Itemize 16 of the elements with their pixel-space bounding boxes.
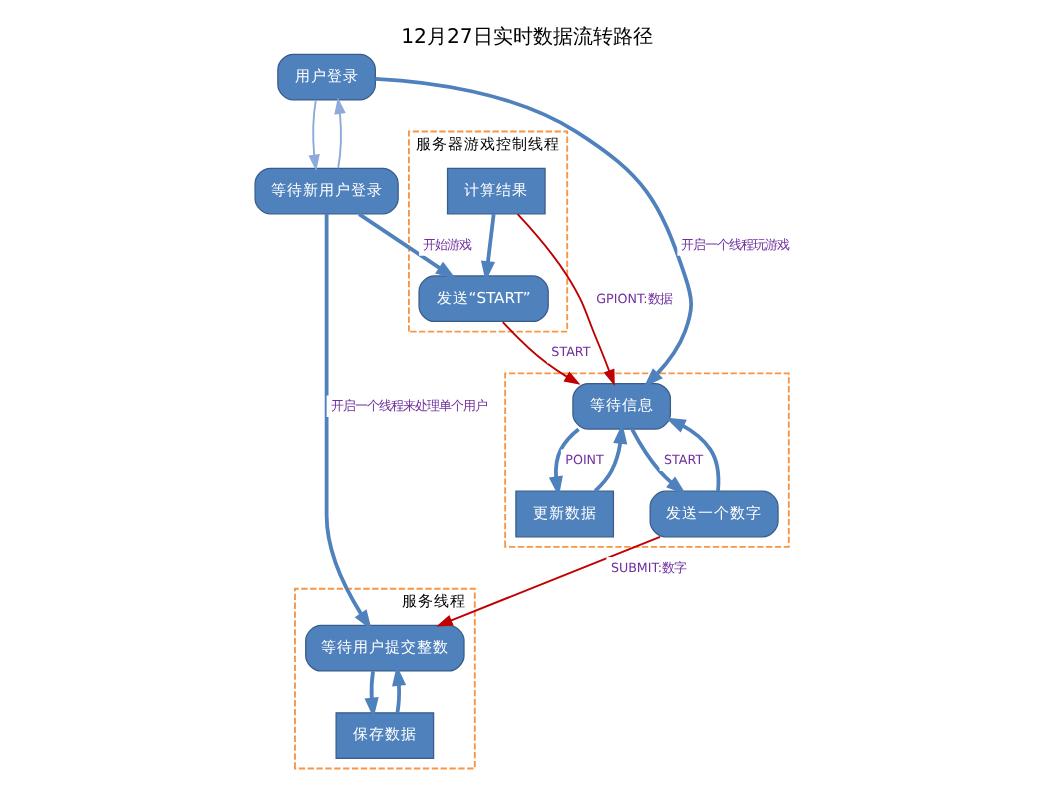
arrow	[307, 99, 319, 172]
arrow	[363, 671, 378, 718]
arrow	[479, 213, 495, 282]
arrow	[500, 321, 580, 385]
arrow	[333, 97, 345, 170]
arrow	[592, 423, 627, 493]
arrow	[391, 665, 406, 713]
arrow	[664, 417, 720, 492]
arrow	[515, 213, 614, 386]
arrow	[547, 427, 579, 497]
arrow	[323, 214, 371, 631]
arrow	[374, 76, 693, 388]
arrow	[629, 428, 686, 495]
arrow	[357, 212, 455, 279]
diagram-title: 12月27日实时数据流转路径	[400, 26, 652, 49]
arrow	[435, 535, 661, 627]
